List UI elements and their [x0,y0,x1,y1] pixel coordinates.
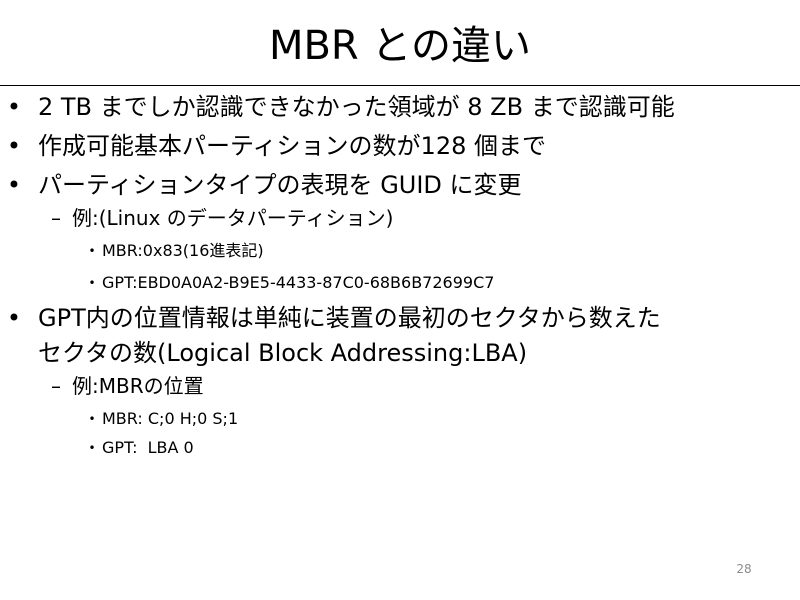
page-number: 28 [736,562,752,576]
bullet-text: 作成可能基本パーティションの数が128 個まで [38,132,546,160]
dash-marker: – [51,206,61,230]
title-divider [0,85,800,86]
sub-sub-bullet-text: GPT: LBA 0 [102,438,194,457]
bullet-marker: • [6,132,22,160]
sub-bullet-item: – 例:MBRの位置 [42,373,742,399]
sub-bullet-item: – 例:(Linux のデータパーティション) [42,205,742,231]
bullet-item: • 作成可能基本パーティションの数が128 個まで [0,131,800,161]
sub-sub-bullet-text: MBR:0x83(16進表記) [102,241,264,260]
bullet-marker: • [88,244,96,258]
bullet-text: GPT内の位置情報は単純に装置の最初のセクタから数えた [38,304,661,332]
bullet-marker: • [6,304,22,332]
sub-sub-bullet-item: • MBR:0x83(16進表記) [82,240,782,262]
bullet-marker: • [6,171,22,199]
dash-marker: – [51,374,61,398]
bullet-marker: • [6,93,22,121]
bullet-text-continuation: セクタの数(Logical Block Addressing:LBA) [38,339,528,367]
bullet-item: • GPT内の位置情報は単純に装置の最初のセクタから数えた [0,303,800,333]
bullet-marker: • [88,441,96,455]
sub-sub-bullet-item: • GPT: LBA 0 [82,437,782,459]
slide-title: MBR との違い [268,23,532,69]
bullet-item: • パーティションタイプの表現を GUID に変更 [0,170,800,200]
sub-bullet-text: 例:MBRの位置 [72,374,204,398]
sub-sub-bullet-item: • GPT:EBD0A0A2-B9E5-4433-87C0-68B6B72699… [82,272,782,294]
bullet-item: • 2 TB までしか認識できなかった領域が 8 ZB まで認識可能 [0,92,800,122]
sub-sub-bullet-text: GPT:EBD0A0A2-B9E5-4433-87C0-68B6B72699C7 [102,273,495,292]
bullet-marker: • [88,412,96,426]
bullet-text: 2 TB までしか認識できなかった領域が 8 ZB まで認識可能 [38,93,675,121]
bullet-text: パーティションタイプの表現を GUID に変更 [38,171,522,199]
bullet-marker: • [88,276,96,290]
sub-bullet-text: 例:(Linux のデータパーティション) [72,206,394,230]
sub-sub-bullet-text: MBR: C;0 H;0 S;1 [102,409,239,428]
bullet-continuation: セクタの数(Logical Block Addressing:LBA) [0,338,800,368]
sub-sub-bullet-item: • MBR: C;0 H;0 S;1 [82,408,782,430]
